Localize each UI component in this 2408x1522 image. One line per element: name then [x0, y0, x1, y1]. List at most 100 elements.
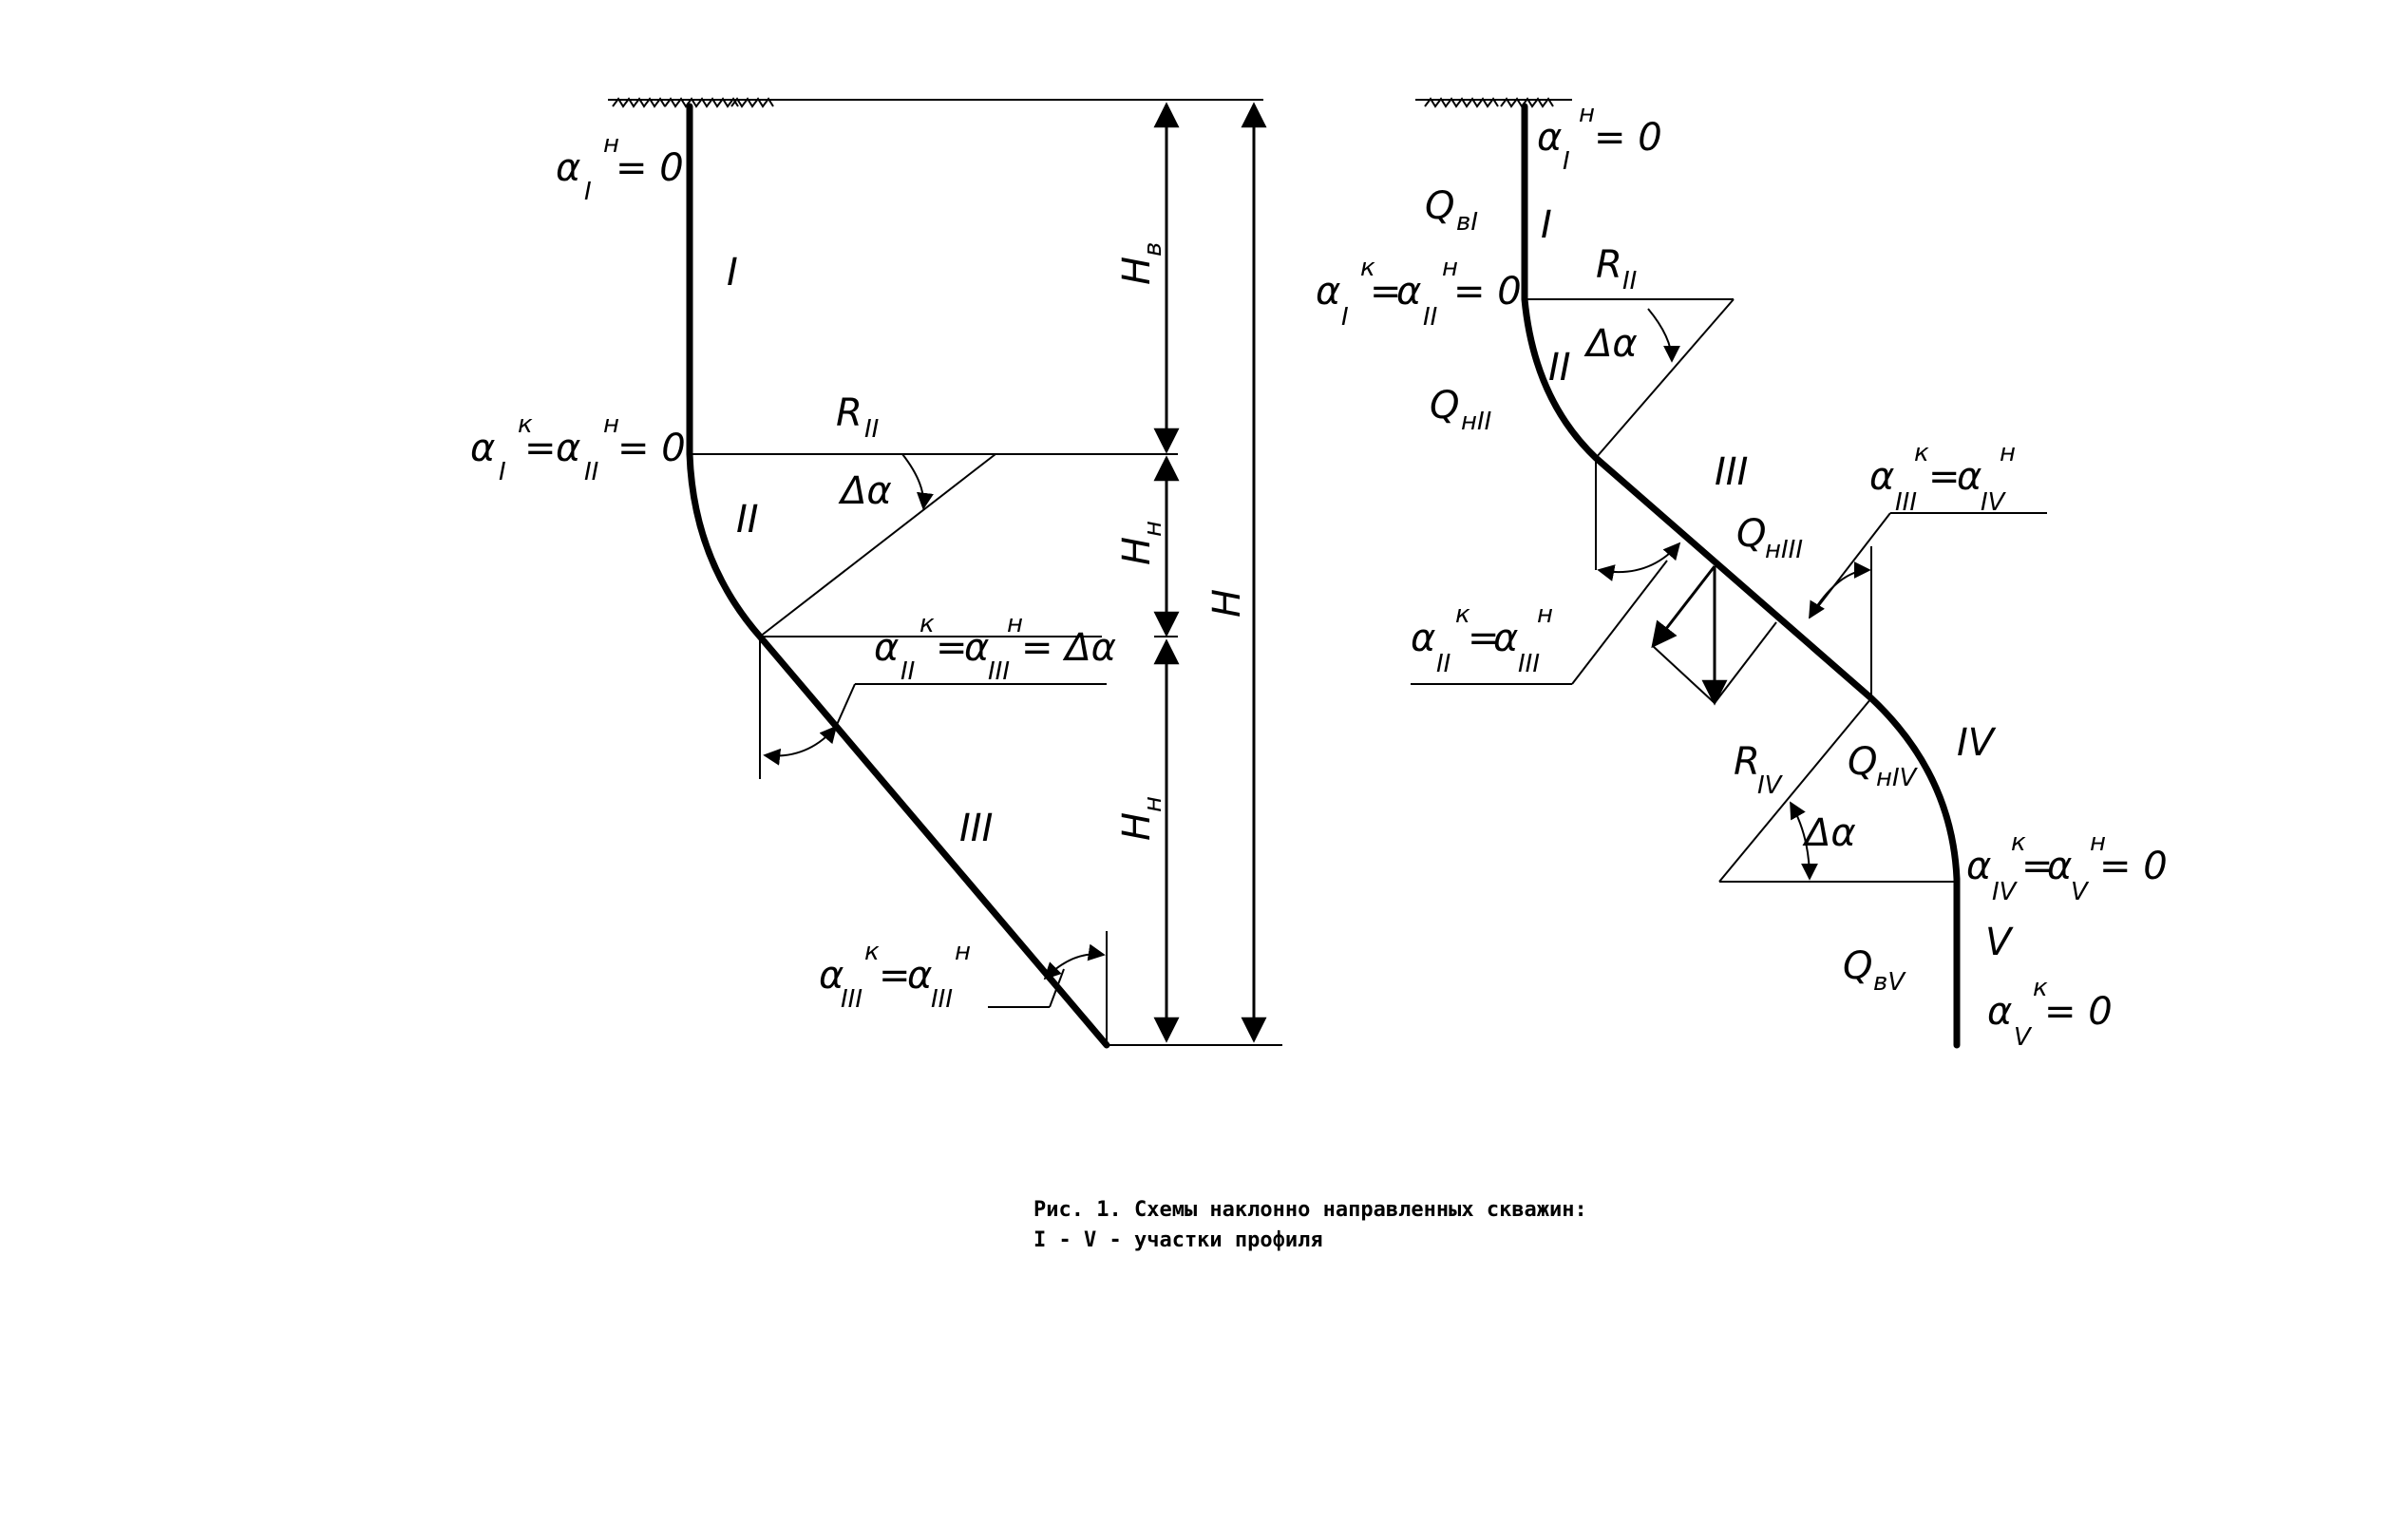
svg-text:α: α: [907, 954, 932, 998]
svg-text:H: H: [1115, 812, 1159, 841]
svg-text:α: α: [964, 626, 989, 670]
svg-text:α: α: [1869, 455, 1894, 499]
right-well-trajectory: [1521, 103, 1961, 1049]
caption-line-2: I - V - участки профиля: [1033, 1228, 1323, 1252]
svg-text:I: I: [584, 178, 592, 206]
right-section-II: II: [1548, 346, 1571, 390]
left-dim-h-label: H: [1205, 589, 1249, 618]
right-ground-surface: [1415, 97, 1572, 108]
svg-text:Q: Q: [1425, 184, 1454, 228]
svg-text:α: α: [556, 427, 580, 470]
right-section-V: V: [1985, 921, 2014, 964]
svg-text:н: н: [1579, 100, 1595, 128]
svg-text:= 0: = 0: [2099, 845, 2168, 888]
svg-text:= 0: = 0: [1594, 116, 1662, 160]
right-q-nII: Q нII: [1430, 384, 1491, 436]
left-dim-hn1-label: H н: [1115, 521, 1167, 565]
left-dim-hv-label: H в: [1115, 242, 1167, 285]
right-delta-alpha-arc-2: [1790, 801, 1818, 881]
right-force-triangle-2: [1714, 621, 1777, 704]
svg-text:IV: IV: [1981, 488, 2007, 517]
svg-text:= 0: = 0: [617, 427, 686, 470]
svg-text:=: =: [1370, 270, 1402, 314]
right-eq-join3: α к III = α н IV: [1869, 439, 2016, 517]
svg-text:=: =: [1928, 455, 1961, 499]
left-angle-arc-2: [763, 725, 838, 766]
svg-text:R: R: [1596, 243, 1622, 287]
left-radius-label: R: [836, 391, 863, 435]
left-leader-2b: [835, 683, 856, 728]
svg-text:вI: вI: [1456, 208, 1478, 237]
svg-text:= Δα: = Δα: [1021, 626, 1116, 670]
svg-text:н: н: [1537, 600, 1553, 629]
svg-text:α: α: [1411, 617, 1435, 660]
right-delta-alpha-arc-1: [1647, 308, 1680, 363]
left-section-I: I: [727, 251, 738, 295]
right-eq-bottom: α к V = 0: [1987, 974, 2113, 1052]
svg-text:II: II: [1423, 303, 1437, 332]
left-eq-join1: α к I = α н II = 0: [470, 410, 686, 486]
svg-text:к: к: [2011, 828, 2026, 857]
left-eq-top: α н I = 0: [556, 130, 684, 206]
svg-text:н: н: [603, 130, 619, 159]
right-delta-alpha-1: Δα: [1583, 322, 1638, 366]
svg-text:н: н: [1139, 521, 1167, 537]
svg-text:вV: вV: [1873, 968, 1906, 997]
left-delta-alpha: Δα: [838, 469, 892, 513]
svg-text:H: H: [1205, 589, 1249, 618]
svg-text:α: α: [1987, 990, 2012, 1034]
svg-text:α: α: [2047, 845, 2072, 888]
right-eq-join1: α к I = α н II = 0: [1316, 254, 1522, 332]
figure-caption: Рис. 1. Схемы наклонно направленных сква…: [1033, 1198, 1587, 1252]
left-well-scheme: I II III R II Δα α н I = 0 α к I = α н I…: [470, 97, 1282, 1049]
svg-text:H: H: [1115, 257, 1159, 285]
svg-text:Q: Q: [1736, 512, 1766, 556]
left-eq-join2: α к II = α н III = Δα: [874, 610, 1116, 686]
svg-text:II: II: [901, 657, 915, 686]
svg-text:н: н: [1007, 610, 1023, 638]
svg-text:II: II: [584, 458, 598, 486]
svg-text:α: α: [556, 146, 580, 190]
right-q-vV: Q вV: [1843, 944, 1906, 997]
svg-text:I: I: [1341, 303, 1349, 332]
svg-text:в: в: [1139, 242, 1167, 257]
caption-line-1: Рис. 1. Схемы наклонно направленных сква…: [1033, 1198, 1587, 1222]
svg-text:α: α: [470, 427, 495, 470]
svg-text:=: =: [1468, 617, 1500, 660]
right-q-nIV: Q нIV: [1848, 740, 1919, 792]
right-eq-join4: α к IV = α н V = 0: [1966, 828, 2168, 906]
svg-text:III: III: [988, 657, 1010, 686]
svg-text:I: I: [499, 458, 506, 486]
left-angle-arc-3: [1043, 943, 1106, 980]
svg-text:II: II: [1436, 650, 1450, 678]
right-section-III: III: [1715, 450, 1748, 494]
svg-text:= 0: = 0: [1453, 270, 1522, 314]
svg-text:=: =: [879, 954, 911, 998]
svg-text:к: к: [1455, 600, 1470, 629]
svg-text:IV: IV: [1757, 771, 1784, 800]
left-section-II: II: [736, 498, 759, 542]
svg-text:V: V: [2071, 878, 2090, 906]
svg-text:III: III: [1895, 488, 1917, 517]
svg-text:V: V: [2014, 1023, 2033, 1052]
left-leader-3b: [1049, 968, 1065, 1008]
right-radius-line-1: [1595, 298, 1735, 459]
svg-text:II: II: [1622, 267, 1637, 295]
svg-text:=: =: [2021, 845, 2054, 888]
svg-text:α: α: [1957, 455, 1981, 499]
right-section-IV: IV: [1957, 721, 1997, 765]
svg-text:нII: нII: [1461, 408, 1491, 436]
svg-text:α: α: [1537, 116, 1562, 160]
svg-text:R: R: [1734, 740, 1760, 784]
svg-text:= 0: = 0: [616, 146, 684, 190]
svg-text:к: к: [1360, 254, 1375, 282]
svg-text:к: к: [2033, 974, 2048, 1002]
svg-text:α: α: [1396, 270, 1421, 314]
svg-text:α: α: [1316, 270, 1340, 314]
svg-text:нIV: нIV: [1876, 764, 1919, 792]
svg-text:н: н: [1139, 796, 1167, 812]
svg-text:Q: Q: [1848, 740, 1877, 784]
right-q-vI: Q вI: [1425, 184, 1478, 237]
svg-text:к: к: [920, 610, 935, 638]
